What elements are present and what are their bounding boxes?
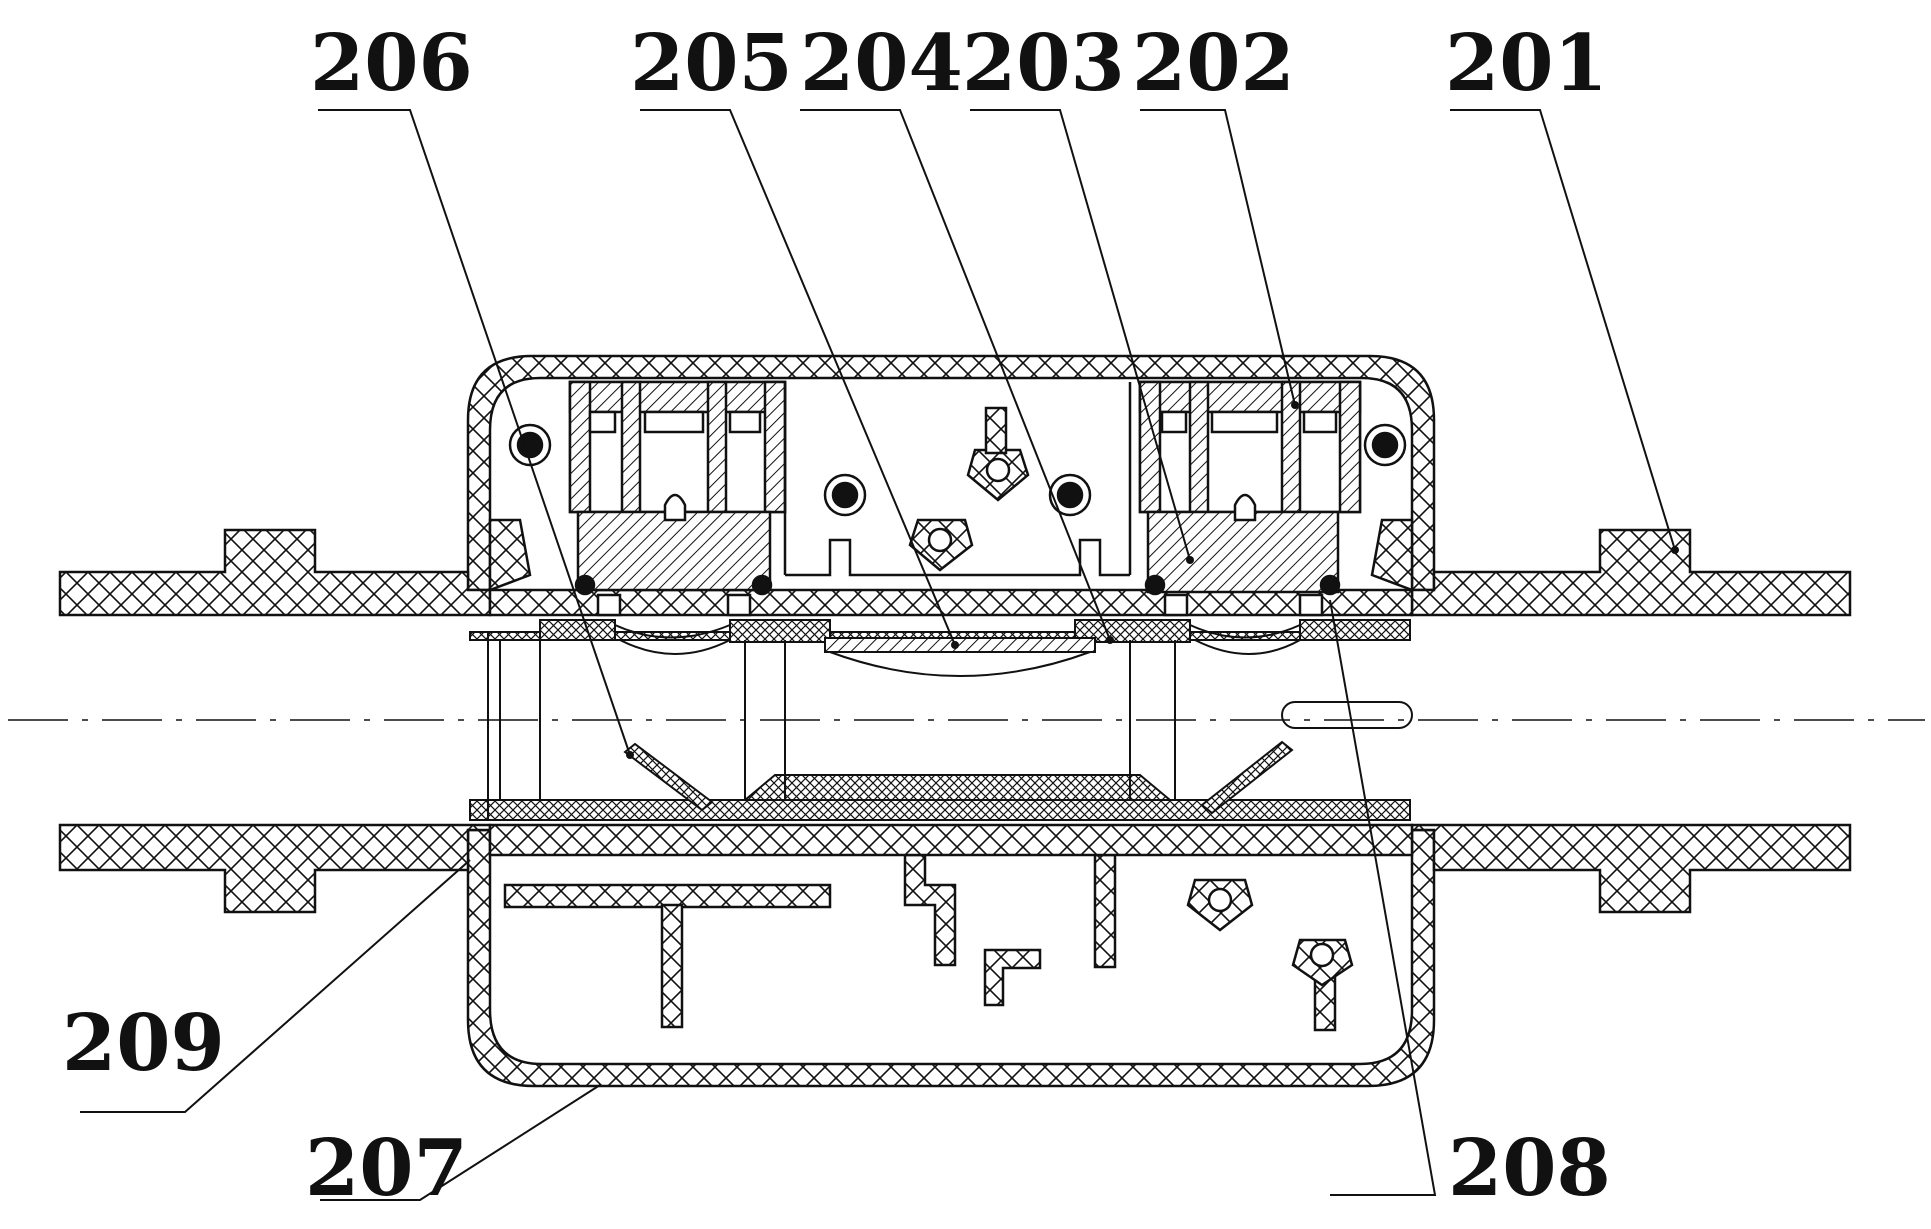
lower-housing [466, 828, 1436, 1088]
reference-labels: 206 205 204 203 202 201 209 207 208 [62, 18, 1611, 1214]
label-206: 206 [310, 18, 473, 109]
label-209: 209 [62, 998, 225, 1089]
label-207: 207 [305, 1123, 468, 1214]
leader-lines [80, 109, 1676, 1201]
spring-pins [623, 740, 1294, 815]
label-201: 201 [1445, 18, 1608, 109]
leader-dots [626, 401, 1679, 759]
screws [508, 423, 1407, 517]
label-208: 208 [1448, 1123, 1611, 1214]
left-transducer [568, 380, 787, 617]
inner-sleeve [469, 619, 1413, 821]
label-204: 204 [800, 18, 963, 109]
label-205: 205 [630, 18, 793, 109]
main-pipe [58, 528, 1852, 914]
label-202: 202 [1132, 18, 1295, 109]
right-transducer [1138, 380, 1362, 617]
center-chamber [783, 382, 1132, 577]
label-203: 203 [962, 18, 1125, 109]
